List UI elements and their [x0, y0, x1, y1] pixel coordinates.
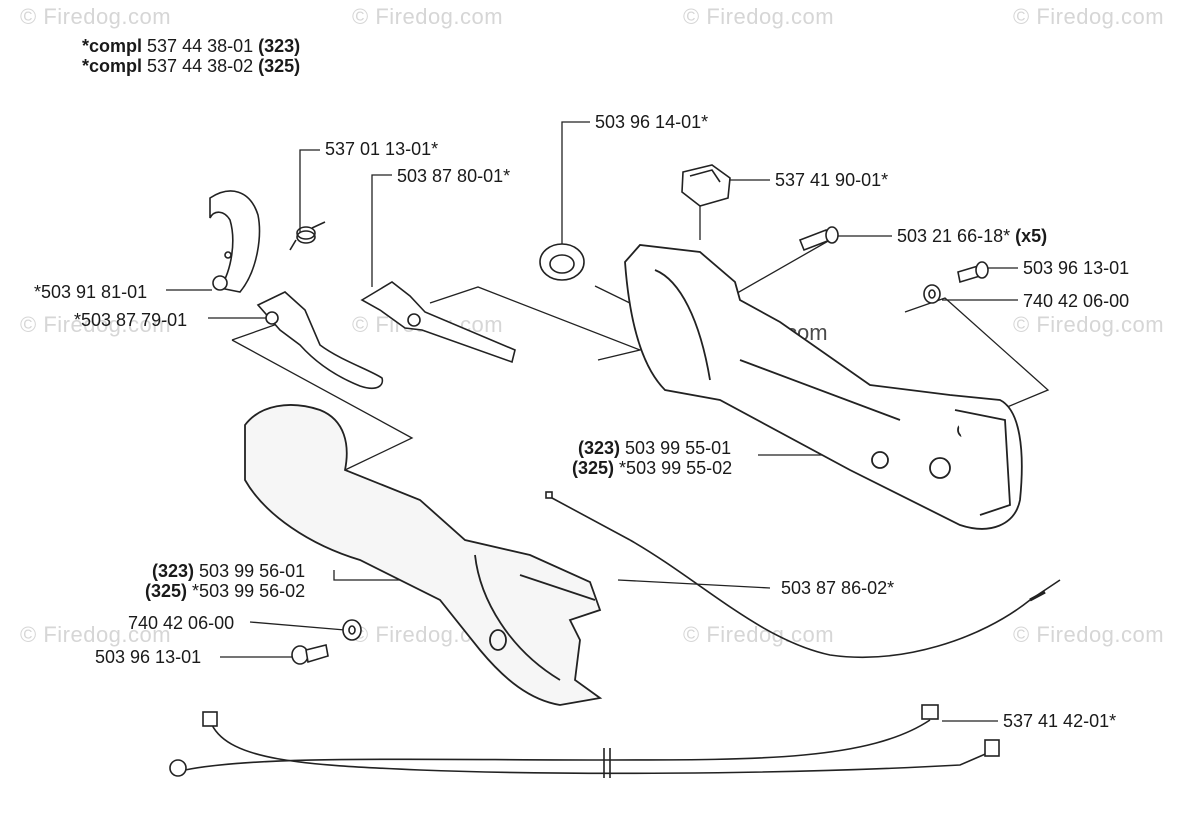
leader-line	[249, 621, 346, 631]
part-label-with-model: (325) *503 99 56-02	[145, 581, 305, 601]
washer	[342, 619, 362, 641]
part-label: 503 96 14-01*	[595, 112, 709, 132]
leader-line	[333, 570, 410, 581]
watermark: © Firedog.com	[1013, 312, 1165, 337]
screw	[291, 644, 329, 665]
part-label: 503 96 13-01	[1023, 258, 1130, 278]
throttle-cable	[545, 491, 1061, 658]
handle-housing-right	[624, 244, 1023, 530]
screw	[798, 226, 839, 252]
quantity: (x5)	[1015, 226, 1048, 246]
part-label: 503 87 86-02*	[781, 578, 895, 598]
part-number: *503 99 55-02	[619, 458, 733, 478]
part-label: 537 01 13-01*	[325, 139, 439, 159]
part-label: *503 87 79-01	[74, 310, 188, 330]
header-part-number: 537 44 38-01	[147, 36, 254, 56]
watermark: © Firedog.com	[683, 4, 835, 29]
header-prefix: *compl	[82, 56, 143, 76]
assembly-outline	[429, 286, 643, 361]
header-model: (325)	[258, 56, 301, 76]
handle-housing-left	[244, 404, 603, 706]
leader-line	[617, 579, 771, 589]
part-label: 740 42 06-00	[1023, 291, 1130, 311]
part-number: 503 99 55-01	[625, 438, 732, 458]
header-prefix: *compl	[82, 36, 143, 56]
watermark: © Firedog.com	[20, 4, 172, 29]
rubber-ring	[539, 243, 585, 281]
part-number: 503 21 66-18*	[897, 226, 1011, 246]
washer	[923, 284, 941, 304]
assembly-outline	[724, 239, 831, 301]
watermark: © Firedog.com	[20, 622, 172, 647]
model: (325)	[145, 581, 188, 601]
part-label: 537 41 90-01*	[775, 170, 889, 190]
part-label-with-model: (323) 503 99 55-01	[578, 438, 731, 458]
part-label: *503 91 81-01	[34, 282, 148, 302]
part-number: 503 99 56-01	[199, 561, 306, 581]
part-label-with-model: (323) 503 99 56-01	[152, 561, 305, 581]
part-label: 537 41 42-01*	[1003, 711, 1117, 731]
leader-line	[561, 121, 590, 246]
model: (323)	[578, 438, 621, 458]
stop-switch	[681, 164, 731, 207]
wire-harness	[169, 704, 1000, 778]
model: (323)	[152, 561, 195, 581]
assembly-outline	[231, 339, 414, 471]
lockout-lever	[360, 281, 516, 364]
watermark: © Firedog.com	[20, 312, 172, 337]
screw	[957, 261, 989, 284]
part-label: 503 96 13-01	[95, 647, 202, 667]
watermark: © Firedog.com	[1013, 622, 1165, 647]
header-model: (323)	[258, 36, 301, 56]
header-assembly-325: *compl 537 44 38-02 (325)	[82, 56, 300, 76]
watermark: © Firedog.com	[1013, 4, 1165, 29]
part-label-with-qty: 503 21 66-18* (x5)	[897, 226, 1047, 246]
leader-line	[371, 174, 392, 287]
leader-line	[299, 149, 320, 232]
watermark: © Firedog.com	[352, 4, 504, 29]
assembly-outline	[904, 297, 1050, 411]
part-number: *503 99 56-02	[192, 581, 306, 601]
torsion-spring	[289, 221, 326, 251]
watermark: © Firedog.com	[683, 622, 835, 647]
throttle-trigger	[256, 291, 384, 390]
part-label: 503 87 80-01*	[397, 166, 511, 186]
model: (325)	[572, 458, 615, 478]
clamp-bracket	[209, 190, 261, 293]
part-label: 740 42 06-00	[128, 613, 235, 633]
header-part-number: 537 44 38-02	[147, 56, 254, 76]
header-assembly-323: *compl 537 44 38-01 (323)	[82, 36, 300, 56]
part-label-with-model: (325) *503 99 55-02	[572, 458, 732, 478]
